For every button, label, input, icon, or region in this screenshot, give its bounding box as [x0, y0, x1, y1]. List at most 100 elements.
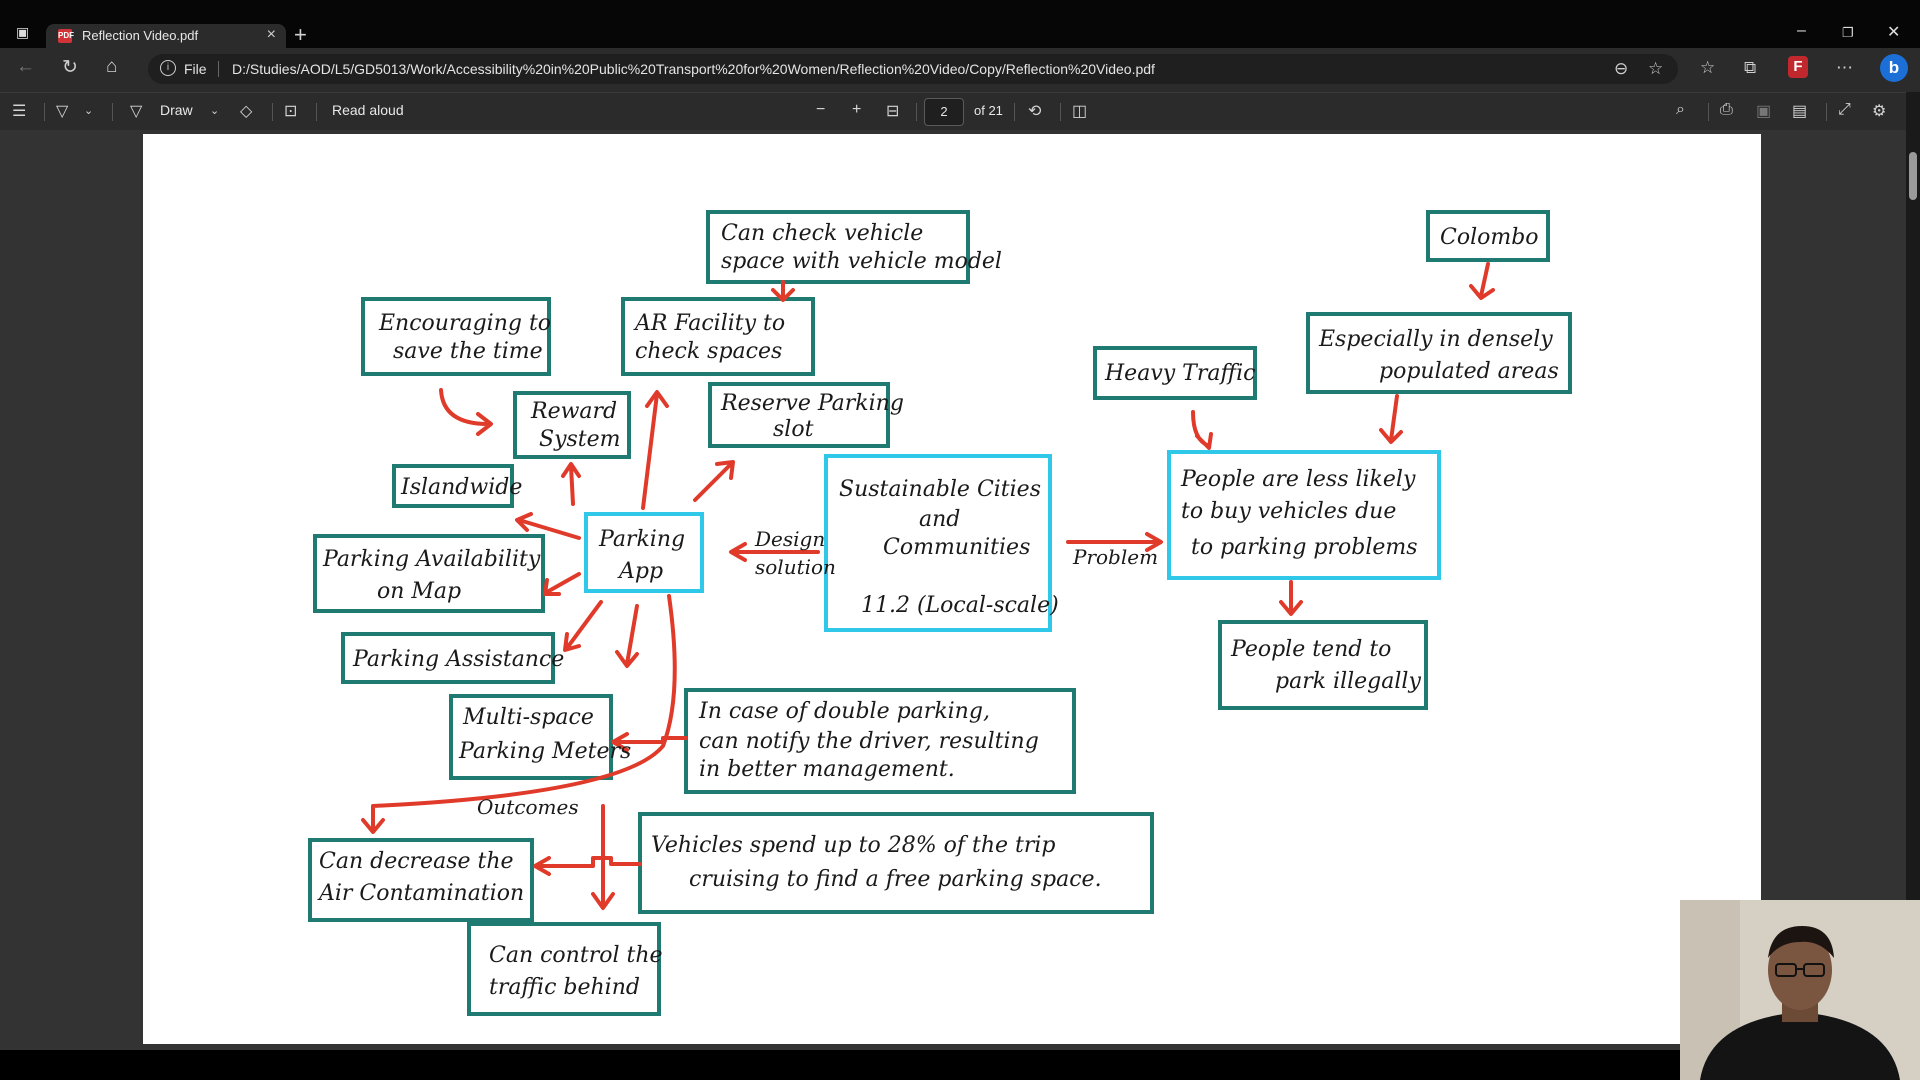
erase-icon[interactable]: ◇	[240, 101, 252, 121]
zoom-in-icon[interactable]: +	[852, 101, 861, 119]
zoom-icon[interactable]: ⊖	[1614, 59, 1628, 79]
fit-page-icon[interactable]: ⊟	[886, 101, 899, 121]
toolbar-divider	[1826, 103, 1827, 121]
page-view-icon[interactable]: ◫	[1072, 101, 1087, 121]
draw-icon[interactable]: ▽	[130, 101, 142, 121]
bottom-bar	[0, 1050, 1920, 1080]
chevron-down-icon[interactable]: ⌄	[210, 104, 219, 117]
presenter-image	[1680, 900, 1920, 1080]
address-divider	[218, 61, 219, 77]
home-icon[interactable]: ⌂	[106, 56, 117, 78]
arrow-app-to-multispace	[617, 606, 637, 666]
text-can-check: Can check vehiclespace with vehicle mode…	[721, 221, 1002, 274]
toolbar-divider	[1014, 103, 1015, 121]
print-icon[interactable]: ⎙	[1720, 101, 1733, 119]
arrow-colombo-to-especially	[1471, 264, 1493, 298]
text-heavy-traffic: Heavy Traffic	[1104, 361, 1255, 386]
box-control-traffic	[469, 924, 659, 1014]
text-control-traffic: Can control thetraffic behind	[489, 943, 663, 1000]
window-close-icon[interactable]: ✕	[1887, 22, 1900, 42]
search-icon[interactable]: ⌕	[1676, 101, 1685, 119]
text-parking-assistance: Parking Assistance	[352, 647, 564, 672]
text-double-parking: In case of double parking,can notify the…	[698, 699, 1039, 782]
text-colombo: Colombo	[1440, 225, 1539, 250]
arrow-vehicles-to-air	[535, 858, 640, 874]
close-tab-icon[interactable]: ×	[267, 26, 276, 44]
arrow-traffic-to-people	[1193, 412, 1211, 448]
arrow-encouraging-to-reward	[441, 390, 491, 434]
page-number-input[interactable]: 2	[924, 98, 964, 126]
arrow-app-to-reserve	[695, 462, 733, 500]
back-icon[interactable]: ←	[16, 56, 35, 78]
toolbar-divider	[272, 103, 273, 121]
scrollbar-thumb[interactable]	[1909, 152, 1917, 200]
settings-icon[interactable]: ⚙	[1872, 101, 1886, 121]
toolbar-divider	[916, 103, 917, 121]
label-problem: Problem	[1072, 545, 1158, 569]
text-box-icon[interactable]: ⊡	[284, 101, 297, 121]
extension-icon[interactable]: F	[1788, 56, 1808, 78]
save-as-icon[interactable]: ▤	[1792, 101, 1807, 121]
restore-icon[interactable]: ❐	[1842, 25, 1854, 41]
copilot-icon[interactable]: b	[1880, 54, 1908, 82]
toolbar-divider	[1708, 103, 1709, 121]
info-icon[interactable]: i	[160, 60, 176, 76]
add-favorite-icon[interactable]: ☆	[1648, 59, 1663, 79]
chevron-down-icon[interactable]: ⌄	[84, 104, 93, 117]
zoom-out-icon[interactable]: −	[816, 101, 825, 119]
arrow-app-to-assistance	[565, 602, 601, 650]
tab-reflection-video[interactable]: PDF Reflection Video.pdf ×	[46, 24, 286, 48]
tab-title: Reflection Video.pdf	[82, 28, 198, 43]
scheme-label: File	[184, 61, 207, 77]
read-aloud-button[interactable]: Read aloud	[332, 102, 404, 118]
tab-actions-icon[interactable]: ▣	[16, 24, 29, 41]
favorites-icon[interactable]: ☆	[1700, 58, 1715, 78]
minimize-icon[interactable]: –	[1797, 22, 1806, 40]
label-outcomes: Outcomes	[477, 795, 579, 819]
refresh-icon[interactable]: ↻	[62, 56, 78, 79]
contents-icon[interactable]: ☰	[12, 101, 26, 121]
highlight-icon[interactable]: ▽	[56, 101, 68, 121]
pdf-toolbar: ☰ ▽ ⌄ ▽ Draw ⌄ ◇ ⊡ Read aloud − + ⊟ 2 of…	[0, 92, 1920, 130]
draw-button[interactable]: Draw	[160, 102, 193, 118]
pdf-icon: PDF	[58, 29, 72, 43]
arrow-people-to-illegal	[1281, 582, 1301, 614]
url-text: D:/Studies/AOD/L5/GD5013/Work/Accessibil…	[232, 61, 1155, 77]
collections-icon[interactable]: ⧉	[1744, 58, 1756, 78]
address-field[interactable]: i File D:/Studies/AOD/L5/GD5013/Work/Acc…	[148, 54, 1678, 84]
save-icon[interactable]: ▣	[1756, 101, 1771, 121]
text-decrease-air: Can decrease theAir Contamination	[317, 849, 524, 906]
fullscreen-icon[interactable]: ⤢	[1838, 101, 1851, 119]
address-bar-row: ← ↻ ⌂ i File D:/Studies/AOD/L5/GD5013/Wo…	[0, 48, 1920, 92]
arrow-app-to-reward	[563, 464, 579, 504]
more-icon[interactable]: ⋯	[1836, 58, 1853, 78]
page-total: of 21	[974, 103, 1003, 118]
toolbar-divider	[1060, 103, 1061, 121]
pdf-viewer: Can check vehiclespace with vehicle mode…	[0, 130, 1920, 1050]
toolbar-divider	[44, 103, 45, 121]
text-islandwide: Islandwide	[400, 475, 522, 500]
tab-bar: ▣ PDF Reflection Video.pdf × + – ❐ ✕	[0, 0, 1920, 48]
arrow-app-to-ar	[643, 392, 667, 508]
toolbar-divider	[316, 103, 317, 121]
toolbar-divider	[112, 103, 113, 121]
webcam-overlay	[1680, 900, 1920, 1080]
box-vehicles-spend	[640, 814, 1152, 912]
text-ar-facility: AR Facility tocheck spaces	[633, 311, 785, 364]
arrow-especially-to-people	[1381, 396, 1401, 442]
rotate-icon[interactable]: ⟲	[1028, 101, 1041, 121]
new-tab-icon[interactable]: +	[294, 22, 307, 48]
box-people-illegal	[1220, 622, 1426, 708]
